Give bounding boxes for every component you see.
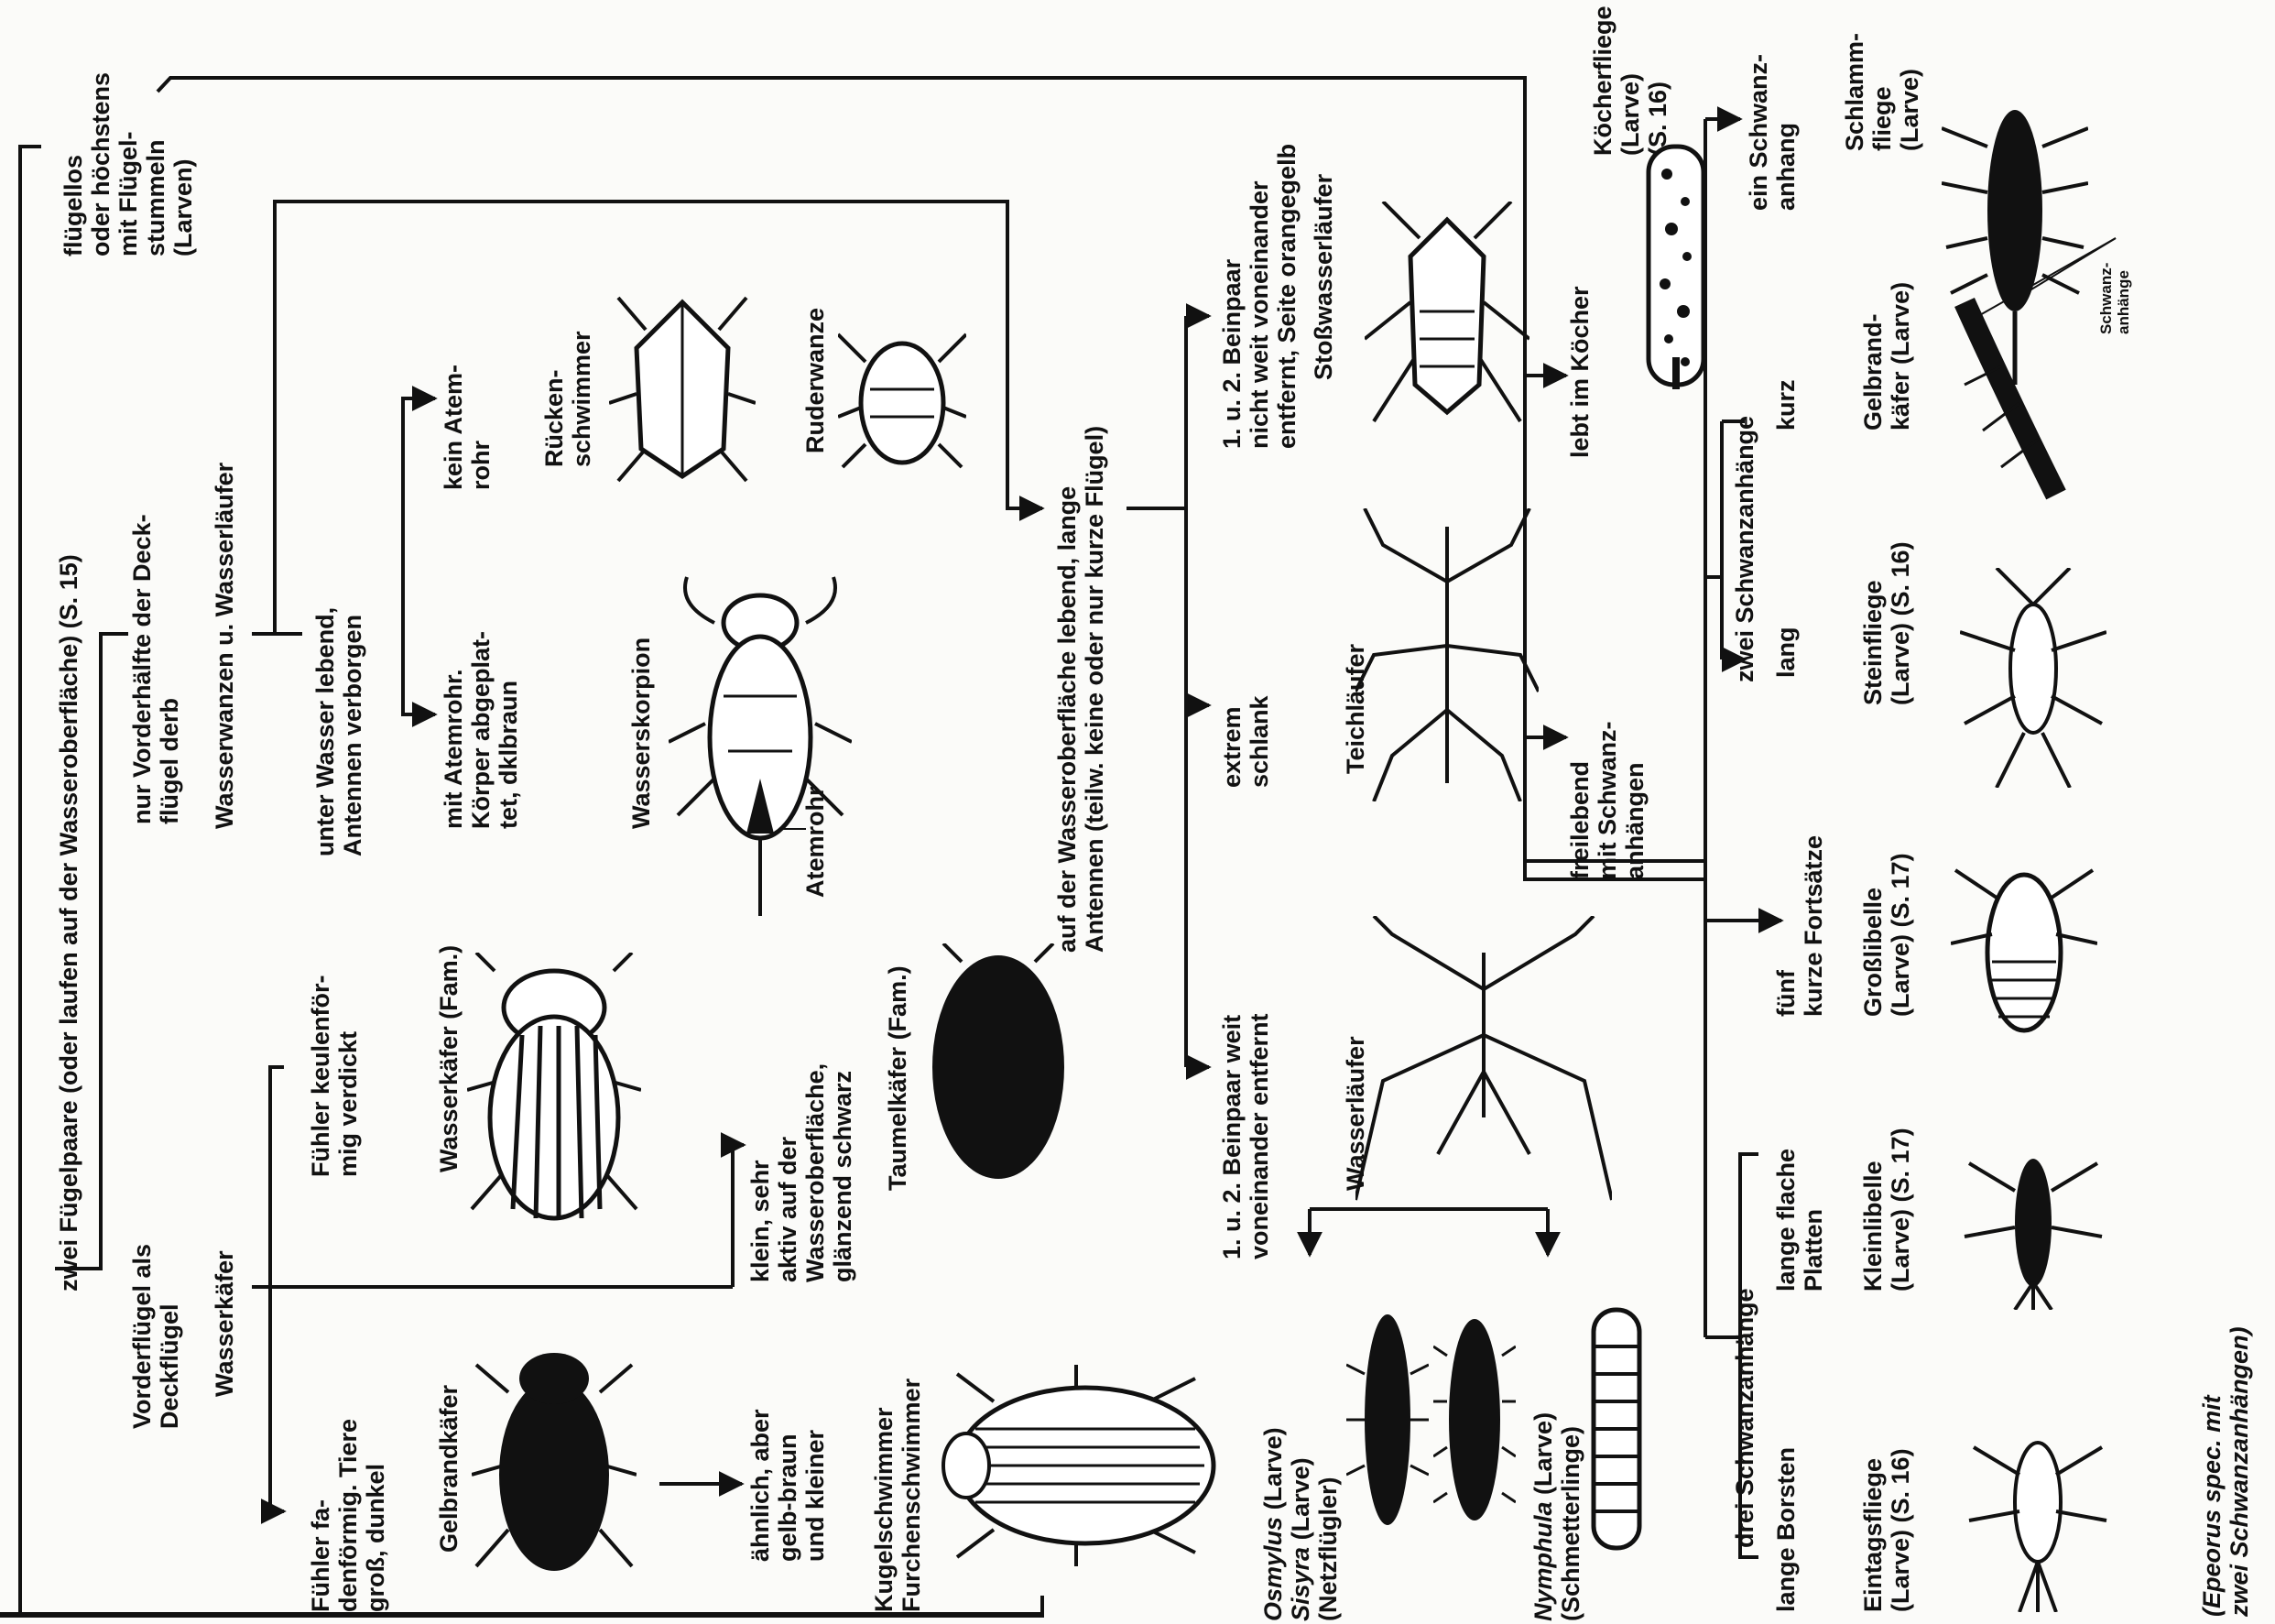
label-koecherfliege: Köcherfliege (Larve) (S. 16) [1589, 5, 1671, 156]
label-fuenf-kurze: fünf kurze Fortsätze [1772, 835, 1827, 1017]
kugelschwimmer-beetle-icon [930, 1365, 1223, 1566]
label-beinpaar-nicht-weit: 1. u. 2. Beinpaar nicht weit voneinander… [1218, 144, 1301, 449]
label-gelbrandkaefer: Gelbrandkäfer [435, 1385, 463, 1553]
label-larven-list: Osmylus (Larve) Sisyra (Larve) (Netzflüg… [1259, 1427, 1342, 1621]
label-lang: lang [1772, 627, 1800, 678]
label-mit-atemrohr: mit Atemrohr. Körper abgeplat- tet, dklb… [440, 631, 522, 829]
eintagsfliege-larva-icon [1965, 1429, 2111, 1612]
label-schlammfliege: Schlamm- fliege (Larve) [1841, 33, 1923, 151]
label-lange-borsten: lange Borsten [1772, 1447, 1800, 1612]
label-kein-atemrohr: kein Atem- rohr [440, 365, 495, 490]
label-schwanzanhaenge-small: Schwanz- anhänge [2097, 263, 2132, 334]
label-klein-aktiv: klein, sehr aktiv auf der Wasseroberfläc… [746, 1063, 856, 1282]
sisyra-larva-icon [1433, 1301, 1516, 1539]
label-ein-schwanzanhang: ein Schwanz- anhang [1745, 54, 1800, 211]
label-kurz: kurz [1772, 379, 1800, 431]
taumelkaefer-beetle-icon [925, 943, 1072, 1191]
label-wasserkaefer-group: Wasserkäfer [211, 1250, 238, 1397]
label-beinpaar-weit: 1. u. 2. Beinpaar weit voneinander entfe… [1218, 1013, 1273, 1259]
label-auf-wasseroberflaeche: auf der Wasseroberfläche lebend, lange A… [1053, 426, 1108, 953]
label-lange-flache-platten: lange flache Platten [1772, 1149, 1827, 1292]
steinfliege-larva-icon [1960, 568, 2106, 788]
wasserlaeufer-strider-icon [1355, 916, 1612, 1209]
label-extrem-schlank: extrem schlank [1218, 695, 1273, 788]
label-zwei-fluegelpaare: zwei Fügelpaare (oder laufen auf der Was… [55, 554, 82, 1292]
stosswasserlaeufer-strider-icon [1365, 202, 1529, 431]
label-kleinlibelle: Kleinlibelle (Larve) (S. 17) [1859, 1128, 1914, 1292]
label-lebt-im-koecher: lebt im Köcher [1566, 286, 1594, 458]
label-wasserskorpion: Wasserskorpion [627, 638, 655, 829]
label-fluegellos: flügellos oder höchstens mit Flügel- stu… [60, 72, 197, 256]
label-aehnlich: ähnlich, aber gelb-braun und kleiner [746, 1409, 829, 1562]
wasserkaefer-beetle-icon [467, 953, 641, 1227]
gelbrandkaefer-beetle-icon [472, 1337, 637, 1585]
label-fuehler-fadenfoermig: Fühler fa- denförmig. Tiere groß, dunkel [307, 1419, 389, 1612]
label-wasserkaefer-fam: Wasserkäfer (Fam.) [435, 945, 463, 1172]
label-drei-schwanzanhaenge: drei Schwanzanhänge [1731, 1288, 1758, 1548]
label-zwei-schwanzanhaenge: zwei Schwanzanhänge [1731, 416, 1758, 682]
koecherfliege-case-icon [1630, 137, 1722, 394]
label-eintagsfliege: Eintagsfliege (Larve) (S. 16) [1859, 1448, 1914, 1612]
label-gelbrandkaefer-larve: Gelbrand- käfer (Larve) [1859, 282, 1914, 431]
label-wasserwanzen-group: Wasserwanzen u. Wasserläufer [211, 463, 238, 829]
grosslibelle-larva-icon [1951, 843, 2097, 1044]
nymphula-larva-icon [1575, 1301, 1658, 1557]
kleinlibelle-larva-icon [1960, 1136, 2106, 1310]
label-fuehler-keulen: Fühler keulenför- mig verdickt [307, 975, 362, 1177]
rueckenschwimmer-bug-icon [609, 293, 756, 485]
label-nur-vorderhaelfte: nur Vorderhälfte der Deck- flügel derb [128, 514, 183, 824]
label-epeorus: (Epeorus spec. mit zwei Schwanzanhängen) [2198, 1326, 2253, 1617]
label-vorderfluegel-deck: Vorderflügel als Deckflügel [128, 1244, 183, 1429]
label-unter-wasser: unter Wasser lebend, Antennen verborgen [311, 607, 366, 856]
label-grosslibelle: Großlibelle (Larve) (S. 17) [1859, 853, 1914, 1017]
label-rueckenschwimmer: Rücken- schwimmer [540, 331, 595, 467]
gelbrandkaefer-larva-icon [1946, 293, 2093, 504]
osmylus-larva-icon [1346, 1301, 1429, 1539]
label-ruderwanze: Ruderwanze [801, 308, 829, 453]
label-taumelkaefer: Taumelkäfer (Fam.) [884, 965, 911, 1191]
label-stosswasserlaeufer: Stoßwasserläufer [1310, 174, 1337, 380]
wasserskorpion-bug-icon [669, 568, 852, 916]
ruderwanze-bug-icon [838, 325, 966, 472]
teichlaeufer-strider-icon [1355, 508, 1539, 801]
label-freilebend: freilebend mit Schwanz- anhängen [1566, 721, 1649, 879]
label-steinfliege: Steinfliege (Larve) (S. 16) [1859, 541, 1914, 705]
label-kugelschwimmer: Kugelschwimmer Furchenschwimmer [870, 1379, 925, 1612]
larva-sisyra: Sisyra (Larve) [1287, 1427, 1314, 1621]
larva-osmylus: Osmylus (Larve) [1259, 1427, 1287, 1621]
